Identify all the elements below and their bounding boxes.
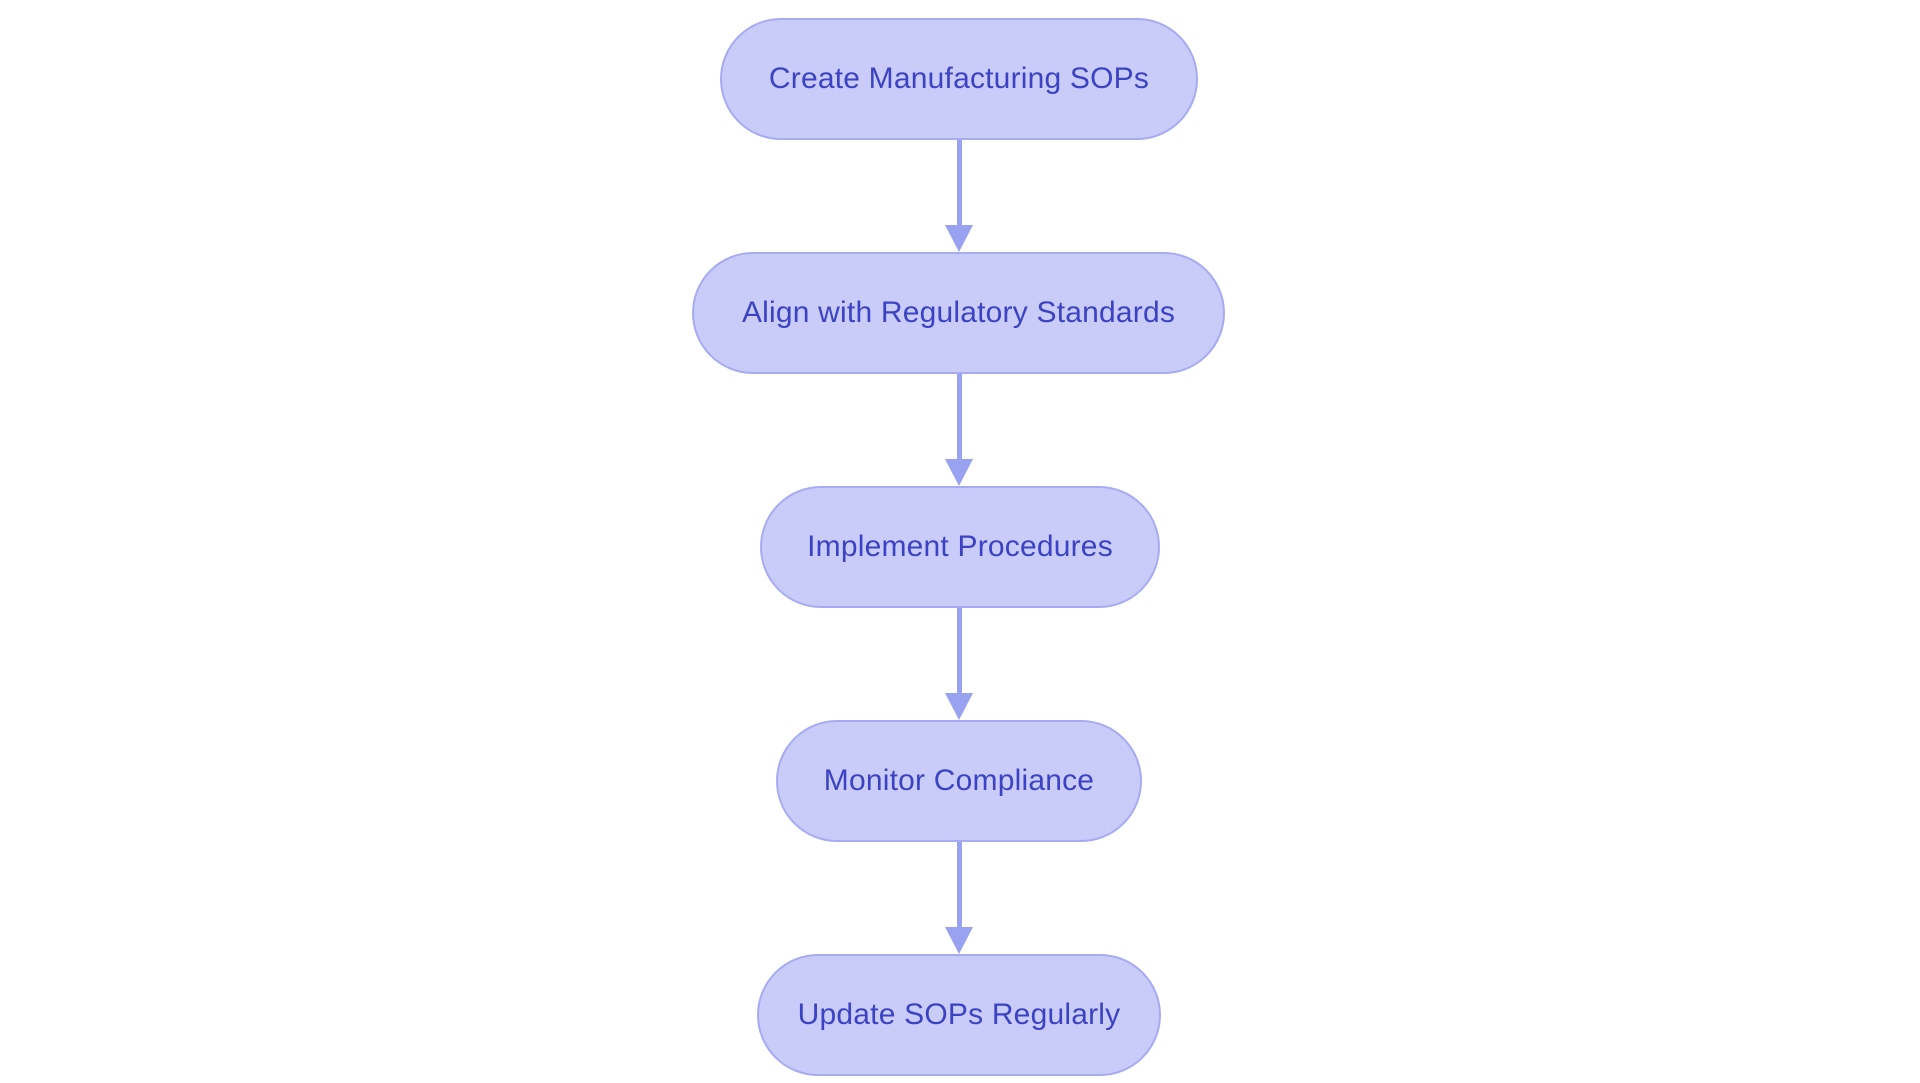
arrow-down-4 bbox=[945, 842, 973, 954]
flow-node-align-regulatory-standards: Align with Regulatory Standards bbox=[692, 252, 1225, 374]
arrowhead-icon bbox=[945, 459, 973, 486]
arrow-shaft bbox=[956, 374, 962, 461]
arrowhead-icon bbox=[945, 693, 973, 720]
arrowhead-icon bbox=[945, 225, 973, 252]
node-label: Align with Regulatory Standards bbox=[741, 296, 1176, 329]
arrow-down-1 bbox=[945, 140, 973, 252]
flow-node-update-sops-regularly: Update SOPs Regularly bbox=[757, 954, 1161, 1076]
arrow-down-3 bbox=[945, 608, 973, 720]
flow-node-implement-procedures: Implement Procedures bbox=[760, 486, 1160, 608]
node-label: Create Manufacturing SOPs bbox=[768, 62, 1150, 95]
arrow-shaft bbox=[956, 140, 962, 227]
arrowhead-icon bbox=[945, 927, 973, 954]
node-label: Update SOPs Regularly bbox=[797, 998, 1121, 1031]
arrow-down-2 bbox=[945, 374, 973, 486]
flow-node-monitor-compliance: Monitor Compliance bbox=[776, 720, 1142, 842]
arrow-shaft bbox=[956, 842, 962, 929]
arrow-shaft bbox=[956, 608, 962, 695]
flow-node-create-manufacturing-sops: Create Manufacturing SOPs bbox=[720, 18, 1198, 140]
node-label: Implement Procedures bbox=[807, 530, 1113, 563]
node-label: Monitor Compliance bbox=[823, 764, 1095, 797]
